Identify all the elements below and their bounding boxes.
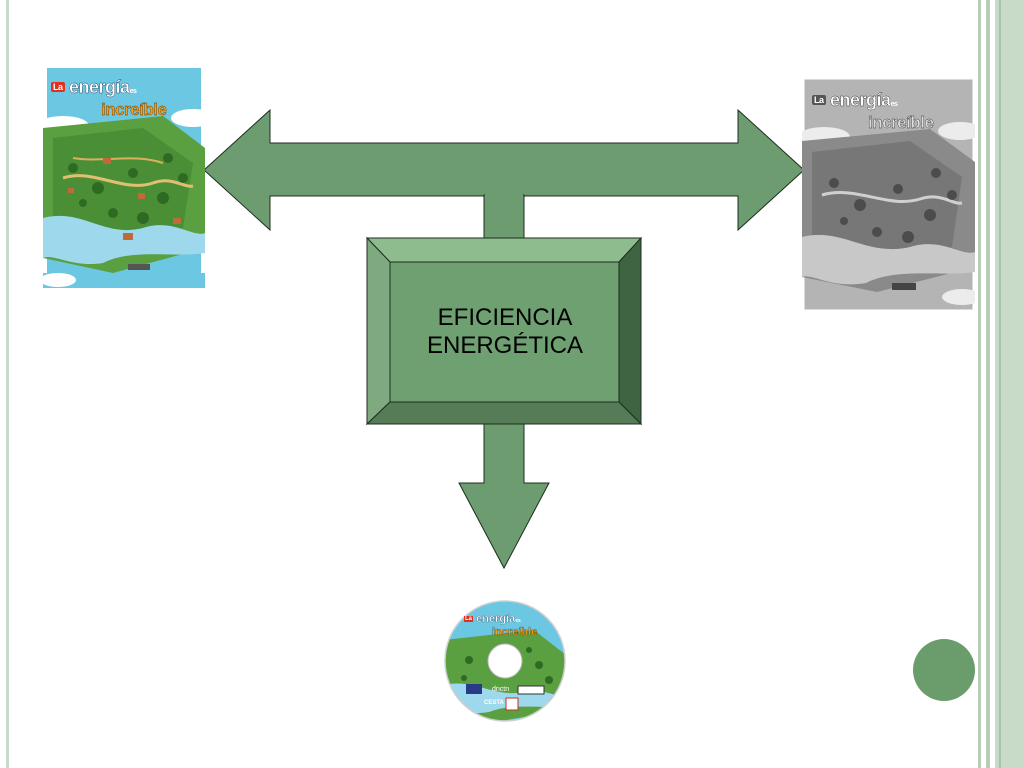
cover-word2: increíble bbox=[101, 100, 167, 119]
cd-la: La bbox=[464, 616, 474, 622]
cover-illustration-color bbox=[43, 68, 205, 288]
cover-word2-gray: increíble bbox=[868, 113, 934, 132]
cover-es: es bbox=[129, 88, 137, 95]
cd-title: La energíaes increíble bbox=[464, 613, 538, 638]
cd-word1: energía bbox=[476, 613, 516, 625]
cover-illustration-gray bbox=[802, 77, 975, 312]
cd-logo-dnctn: dnctn bbox=[492, 686, 510, 693]
connector-stem bbox=[483, 194, 525, 242]
right-stripe-4 bbox=[999, 0, 1001, 768]
book-cover-color: La energíaes increíble bbox=[43, 68, 205, 288]
cover-word1-gray: energía bbox=[830, 90, 891, 110]
cover-la: La bbox=[51, 82, 65, 92]
cover-title-color: La energíaes increíble bbox=[51, 77, 167, 119]
right-stripe-2 bbox=[986, 0, 990, 768]
center-box-line2: ENERGÉTICA bbox=[426, 332, 584, 359]
cover-word1: energía bbox=[69, 77, 130, 97]
cd-disc: La energíaes increíble dnctn CESTA bbox=[444, 600, 566, 722]
down-arrow bbox=[458, 419, 550, 570]
cd-word2: increíble bbox=[492, 626, 538, 638]
cover-la-gray: La bbox=[812, 95, 826, 105]
book-cover-grayscale: La energíaes increíble bbox=[802, 77, 975, 312]
cover-title-gray: La energíaes increíble bbox=[812, 90, 934, 132]
decorative-circle bbox=[913, 639, 975, 701]
bevel-box bbox=[365, 236, 643, 426]
center-box-label: EFICIENCIA ENERGÉTICA bbox=[392, 262, 618, 402]
cd-es: es bbox=[515, 618, 521, 624]
right-stripe-1 bbox=[978, 0, 981, 768]
center-box-line1: EFICIENCIA bbox=[437, 304, 573, 331]
cd-logo-cesta: CESTA bbox=[484, 700, 504, 706]
cover-es-gray: es bbox=[890, 101, 898, 108]
left-border-line bbox=[6, 0, 9, 768]
